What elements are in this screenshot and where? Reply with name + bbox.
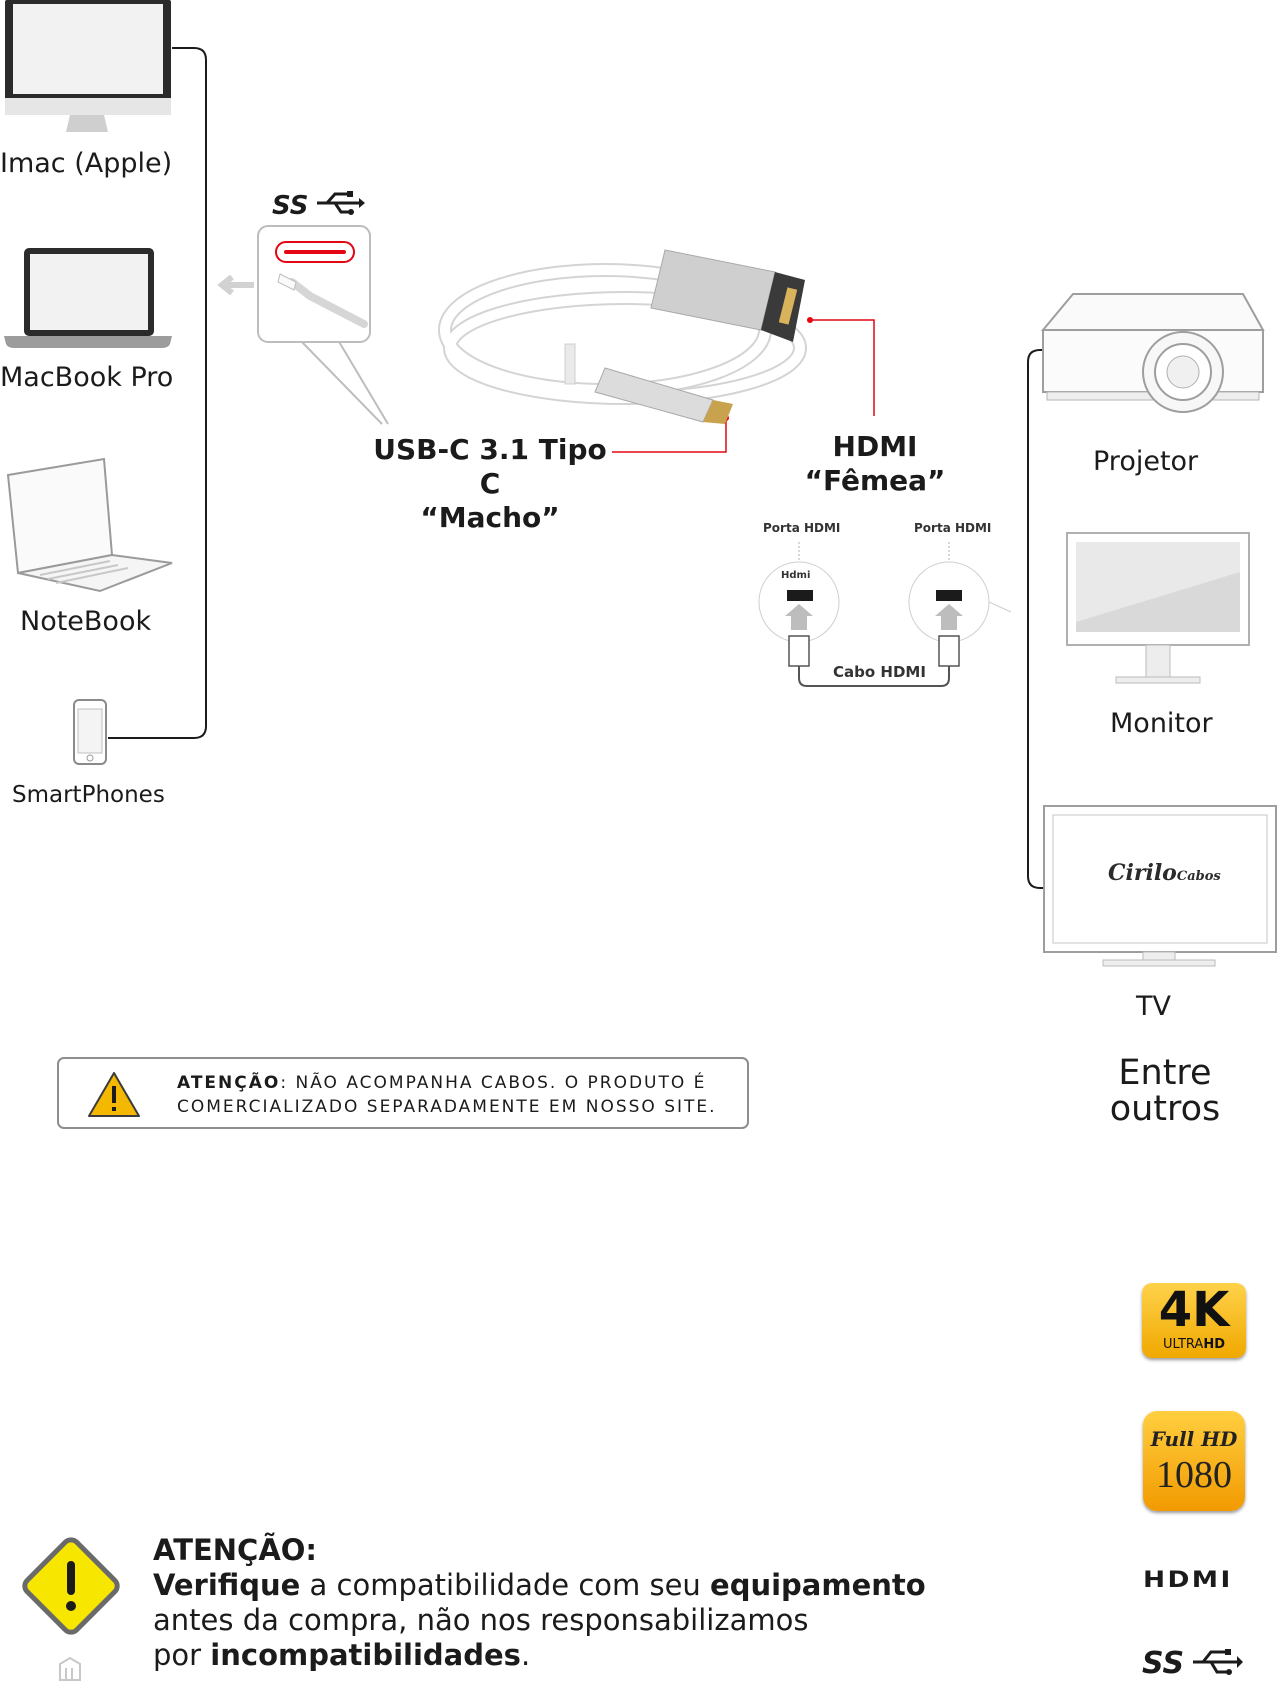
hdmi-label-line2: “Fêmea” <box>804 464 946 497</box>
device-label-smartphones: SmartPhones <box>12 782 165 808</box>
usb-ss-text: SS <box>272 191 309 221</box>
compatibility-warning: ATENÇÃO: Verifique a compatibilidade com… <box>153 1533 926 1673</box>
device-label-tv: TV <box>1136 991 1171 1022</box>
warning-diamond-icon <box>22 1537 120 1635</box>
tv-brand-word1: Cirilo <box>1108 860 1177 886</box>
badge-4k-subtitle: ULTRAHD <box>1142 1337 1246 1352</box>
tv-brand-word2: Cabos <box>1176 869 1221 884</box>
notice-text: ATENÇÃO: NÃO ACOMPANHA CABOS. O PRODUTO … <box>177 1071 717 1119</box>
port-label-right: Porta HDMI <box>914 521 992 535</box>
warning-line2: antes da compra, não nos responsabilizam… <box>153 1603 809 1637</box>
hdmi-label-line1: HDMI <box>832 430 918 463</box>
usb-c-to-hdmi-cable <box>438 249 807 424</box>
warning-l1-text1: a compatibilidade com seu <box>300 1568 711 1602</box>
notice-line1: : NÃO ACOMPANHA CABOS. O PRODUTO É <box>280 1073 707 1093</box>
warning-line1: Verifique a compatibilidade com seu equi… <box>153 1568 926 1603</box>
usb-c-label-line1: USB-C 3.1 Tipo C <box>373 433 607 500</box>
device-label-others: Entre outros <box>1109 1053 1221 1129</box>
warning-l1-bold1: Verifique <box>153 1568 301 1602</box>
badge-4k-ultra: ULTRA <box>1163 1337 1204 1352</box>
notice-title: ATENÇÃO <box>177 1073 281 1093</box>
projector-icon <box>1040 293 1265 413</box>
hdmi-cable-label: Cabo HDMI <box>833 663 926 681</box>
notebook-icon <box>6 457 173 593</box>
device-label-projetor: Projetor <box>1093 446 1199 477</box>
hdmi-port-diagram <box>758 542 1012 687</box>
warning-triangle-icon <box>88 1072 140 1117</box>
badge-4k-text: 4K <box>1158 1282 1230 1338</box>
badge-4k: 4K ULTRAHD <box>1142 1283 1246 1358</box>
warning-l3-text1: por <box>153 1638 211 1672</box>
warning-title: ATENÇÃO: <box>153 1533 318 1567</box>
usb-ss-bottom-text: SS <box>1142 1646 1185 1681</box>
hdmi-logo: HDMI <box>1143 1568 1233 1593</box>
notice-line2: COMERCIALIZADO SEPARADAMENTE EM NOSSO SI… <box>177 1097 717 1117</box>
warning-l3-text2: . <box>520 1638 531 1672</box>
usb-trident-icon <box>316 191 365 215</box>
macbook-pro-icon <box>4 248 172 348</box>
port-label-left: Porta HDMI <box>763 521 841 535</box>
device-label-macbook: MacBook Pro <box>0 362 174 393</box>
badge-4k-hd: HD <box>1203 1337 1225 1352</box>
badge-fullhd: Full HD 1080 <box>1143 1411 1245 1511</box>
hdmi-port-logo: Hdmi <box>781 570 811 581</box>
usb-ss-logo-bottom: SS <box>1142 1646 1243 1681</box>
warning-line3: por incompatibilidades. <box>153 1638 926 1673</box>
hdmi-label: HDMI “Fêmea” <box>800 430 950 498</box>
usb-trident-bottom-icon <box>1192 1649 1243 1675</box>
usb-c-label: USB-C 3.1 Tipo C “Macho” <box>370 433 610 535</box>
smartphone-icon <box>73 699 107 765</box>
usb-c-inset <box>217 225 371 343</box>
badge-fullhd-line1: Full HD <box>1150 1427 1238 1451</box>
imac-icon <box>5 0 171 132</box>
warning-l3-bold1: incompatibilidades <box>210 1638 521 1672</box>
warning-l1-bold2: equipamento <box>710 1568 926 1602</box>
badge-fullhd-line2: 1080 <box>1156 1454 1232 1496</box>
monitor-icon <box>1066 532 1250 684</box>
device-label-notebook: NoteBook <box>20 606 152 637</box>
device-label-imac: Imac (Apple) <box>0 148 173 179</box>
device-label-monitor: Monitor <box>1110 708 1213 739</box>
tv-icon <box>1043 805 1277 967</box>
brand-watermark-icon <box>59 1656 81 1681</box>
tv-brand-logo: CiriloCabos <box>1108 860 1221 886</box>
notice-box: ATENÇÃO: NÃO ACOMPANHA CABOS. O PRODUTO … <box>57 1057 749 1129</box>
usb-ss-logo: SS <box>272 188 365 221</box>
usb-c-label-line2: “Macho” <box>420 501 560 534</box>
